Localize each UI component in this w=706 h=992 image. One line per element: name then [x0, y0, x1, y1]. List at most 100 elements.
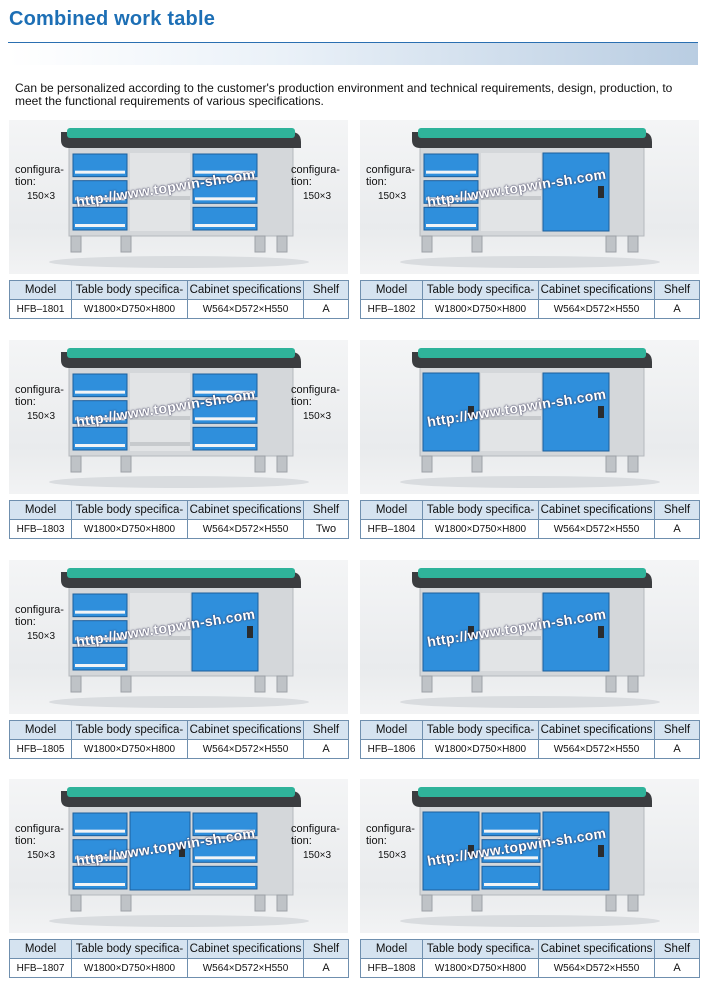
header-shelf: Shelf — [654, 500, 700, 520]
drawer-handle — [484, 856, 538, 860]
bench-leg — [254, 455, 266, 473]
header-shelf: Shelf — [654, 280, 700, 300]
drawer-handle — [75, 224, 125, 227]
configuration-label-right: configura- tion: 150×3 — [291, 384, 340, 423]
header-shelf: Shelf — [654, 939, 700, 959]
bench-leg — [605, 235, 617, 253]
door-lock — [468, 406, 474, 418]
body-size-cell: W1800×D750×H800 — [422, 519, 539, 539]
shelf-cell: A — [654, 739, 700, 759]
bench-leg — [276, 235, 288, 253]
body-size-cell: W1800×D750×H800 — [71, 299, 188, 319]
bench-leg — [70, 455, 82, 473]
cabinet-size-cell: W564×D572×H550 — [538, 739, 655, 759]
workbench-illustration — [49, 568, 309, 708]
open-compartment — [130, 373, 190, 451]
door-lock — [598, 406, 604, 418]
configuration-label: configura- tion: — [15, 604, 64, 628]
door-lock — [468, 845, 474, 857]
cabinet-size-cell: W564×D572×H550 — [538, 519, 655, 539]
intro-text: Can be personalized according to the cus… — [15, 81, 673, 108]
shelf-board — [130, 196, 190, 200]
configuration-label: configura- tion: — [291, 164, 340, 188]
floor-shadow — [49, 696, 309, 708]
bench-leg — [254, 235, 266, 253]
floor-shadow — [49, 256, 309, 268]
cabinet-size-cell: W564×D572×H550 — [187, 739, 304, 759]
bench-leg — [627, 455, 639, 473]
configuration-label: configura- tion: — [291, 384, 340, 408]
bench-leg — [605, 455, 617, 473]
configuration-label-left: configura- tion:150×3 — [15, 823, 64, 862]
workbench-illustration — [49, 348, 309, 488]
door-lock — [598, 186, 604, 198]
configuration-label: configura- tion: — [366, 164, 415, 188]
bench-leg — [254, 894, 266, 912]
drawer-handle — [75, 664, 125, 667]
worktop-surface — [67, 787, 295, 797]
bench-leg — [605, 675, 617, 693]
header-table-body: Table body specifica- — [422, 939, 539, 959]
configuration-label-left: configura- tion: 150×3 — [15, 164, 64, 203]
shelf-cell: A — [303, 299, 349, 319]
header-cabinet: Cabinet specifications — [538, 720, 655, 740]
header-shelf: Shelf — [303, 939, 349, 959]
configuration-label: configura- tion: — [15, 164, 64, 188]
open-compartment — [130, 593, 190, 671]
shelf-cell: Two — [303, 519, 349, 539]
configuration-value: 150×3 — [27, 191, 56, 202]
drawer-handle — [195, 197, 255, 201]
worktop-surface — [418, 348, 646, 358]
bench-leg — [471, 455, 483, 473]
bench-leg — [421, 455, 433, 473]
model-cell: HFB–1805 — [9, 739, 72, 759]
bench-leg — [276, 455, 288, 473]
model-cell: HFB–1801 — [9, 299, 72, 319]
configuration-label-left: configura- tion: 150×3 — [15, 604, 64, 643]
bench-leg — [120, 894, 132, 912]
door-lock — [598, 626, 604, 638]
shelf-cell: A — [654, 958, 700, 978]
header-shelf: Shelf — [654, 720, 700, 740]
configuration-value: 150×3 — [378, 191, 407, 202]
worktop-surface — [418, 787, 646, 797]
drawer-handle — [75, 197, 125, 201]
configuration-label: configura- tion: — [291, 823, 340, 847]
model-cell: HFB–1808 — [360, 958, 423, 978]
header-model: Model — [360, 280, 423, 300]
body-size-cell: W1800×D750×H800 — [422, 739, 539, 759]
header-table-body: Table body specifica- — [422, 720, 539, 740]
worktop-surface — [67, 348, 295, 358]
product-photo: http://www.topwin-sh.com — [360, 560, 699, 714]
header-model: Model — [360, 720, 423, 740]
configuration-value: 150×3 — [303, 411, 332, 422]
header-cabinet: Cabinet specifications — [187, 939, 304, 959]
drawer-handle — [484, 883, 538, 886]
bench-leg — [70, 675, 82, 693]
door-lock — [247, 626, 253, 638]
configuration-value: 150×3 — [27, 631, 56, 642]
open-compartment — [481, 373, 541, 451]
configuration-label-left: configura- tion:150×3 — [15, 384, 64, 423]
header-model: Model — [360, 500, 423, 520]
header-table-body: Table body specifica- — [71, 939, 188, 959]
bench-leg — [70, 235, 82, 253]
bench-leg — [120, 675, 132, 693]
worktop-surface — [67, 128, 295, 138]
workbench-illustration — [400, 787, 660, 927]
